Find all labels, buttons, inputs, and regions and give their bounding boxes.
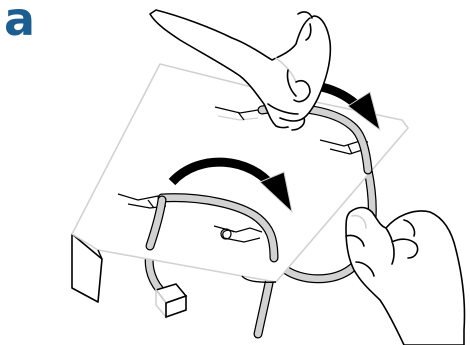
right-hand-icon <box>346 208 465 345</box>
connector-icon <box>156 284 186 317</box>
